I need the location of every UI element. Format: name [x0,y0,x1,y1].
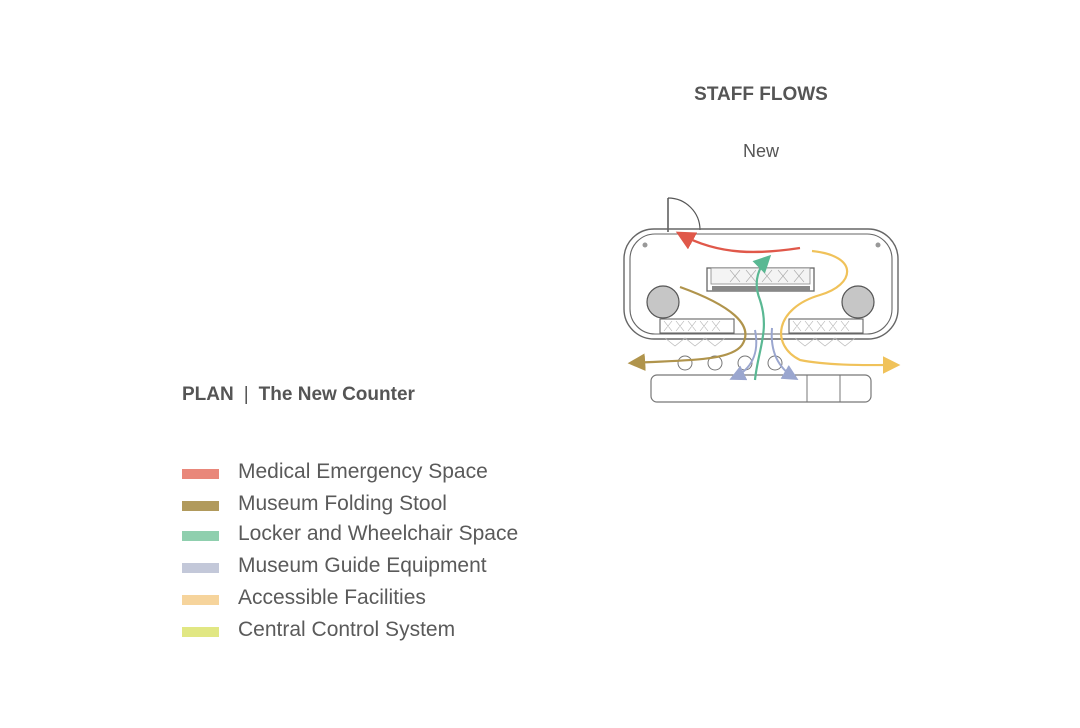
left-workstation [646,285,735,347]
medical-emergency-flow [675,231,801,254]
legend-label: Museum Folding Stool [238,492,447,515]
right-workstation [788,285,875,347]
legend-swatch [182,595,219,605]
diagram-title: STAFF FLOWS [694,84,828,105]
legend-swatch [182,501,219,511]
plan-heading: PLAN | The New Counter [182,384,415,406]
legend-label: Medical Emergency Space [238,460,488,483]
plan-prefix: PLAN [182,384,234,405]
legend-swatch [182,563,219,573]
legend-swatch [182,531,219,541]
guide-equipment-flow-right [770,327,799,381]
guide-equipment-flow-left [729,329,758,381]
legend-swatch [182,627,219,637]
folding-stool-flow [627,285,747,371]
legend-label: Accessible Facilities [238,586,426,609]
legend-label: Locker and Wheelchair Space [238,522,519,545]
door-symbol [667,197,701,232]
central-control-unit [706,267,815,292]
plan-name: The New Counter [258,384,415,405]
legend-label: Museum Guide Equipment [238,554,487,577]
legend-swatch [182,469,219,479]
counter-outline [623,228,899,340]
diagram-subtitle: New [742,141,779,161]
plan-separator: | [243,384,249,405]
front-bench [650,374,872,403]
accessible-facilities-flow [780,249,901,374]
stool-row [677,355,783,371]
legend-label: Central Control System [238,618,456,641]
locker-wheelchair-flow [752,254,772,381]
